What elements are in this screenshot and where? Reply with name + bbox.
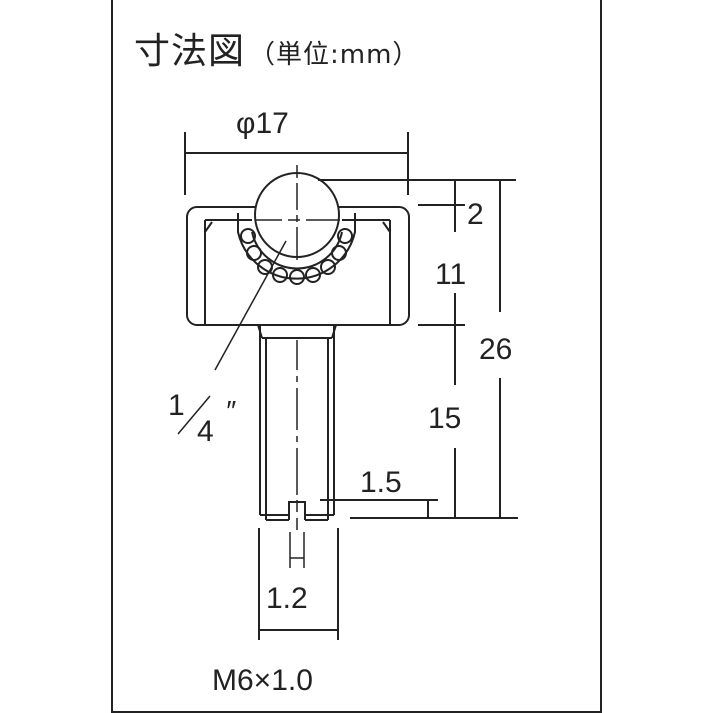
dimension-total-height: 26: [479, 333, 512, 366]
fraction-slash: [177, 395, 211, 435]
dimension-thread: M6×1.0: [212, 664, 313, 697]
dimension-ball-protrusion: 2: [467, 198, 484, 231]
drawing-title: 寸法図（単位:mm）: [134, 22, 419, 74]
dimension-diameter: φ17: [236, 107, 289, 140]
dimension-slot-depth: 1.5: [360, 466, 402, 499]
ball-size-fraction: 1 4 ″: [168, 389, 236, 448]
fraction-unit: ″: [225, 395, 236, 426]
title-unit: （単位:mm）: [249, 40, 420, 70]
fraction-denominator: 4: [197, 415, 214, 448]
fraction-numerator: 1: [168, 389, 185, 422]
dimension-body-height: 11: [435, 258, 466, 291]
dimension-stud-length: 15: [428, 402, 461, 435]
title-main: 寸法図: [134, 31, 246, 72]
drawing-frame: [111, 0, 602, 713]
dimension-slot-width: 1.2: [266, 582, 308, 615]
